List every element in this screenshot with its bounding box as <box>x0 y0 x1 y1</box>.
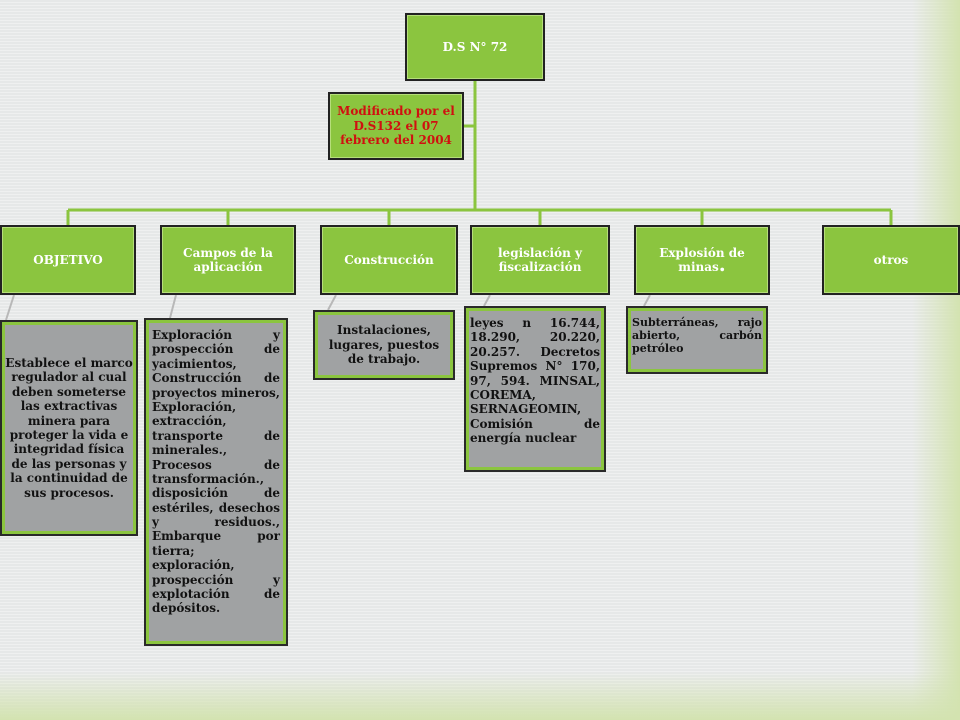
category-explosion-label: Explosión de minas. <box>659 245 745 276</box>
category-construccion: Construcción <box>320 225 458 295</box>
connector-detail-legislacion <box>483 294 491 307</box>
category-legislacion-label: legislación y fiscalización <box>498 245 582 274</box>
detail-legislacion: leyes n 16.744, 18.290, 20.220, 20.257. … <box>464 306 606 472</box>
root-node: D.S N° 72 <box>405 13 545 81</box>
category-legislacion: legislación y fiscalización <box>470 225 610 295</box>
background-edge-right <box>912 0 960 720</box>
detail-campos: Exploración y prospección de yacimientos… <box>144 318 288 646</box>
category-otros-label: otros <box>873 252 909 267</box>
modification-note-label: Modificado por el D.S132 el 07 febrero d… <box>337 104 455 148</box>
category-objetivo: OBJETIVO <box>0 225 136 295</box>
detail-explosion: Subterráneas, rajo abierto, carbón petró… <box>626 306 768 374</box>
category-objetivo-label: OBJETIVO <box>33 252 103 267</box>
connector-detail-explosion <box>643 294 651 307</box>
detail-explosion-text: Subterráneas, rajo abierto, carbón petró… <box>632 316 762 356</box>
category-otros: otros <box>822 225 960 295</box>
category-campos: Campos de la aplicación <box>160 225 296 295</box>
detail-campos-text: Exploración y prospección de yacimientos… <box>152 328 280 616</box>
detail-objetivo-text: Establece el marco regulador al cual deb… <box>5 356 133 500</box>
category-explosion: Explosión de minas. <box>634 225 770 295</box>
root-node-label: D.S N° 72 <box>442 39 508 54</box>
detail-legislacion-text: leyes n 16.744, 18.290, 20.220, 20.257. … <box>470 316 600 446</box>
connector-detail-campos <box>169 294 177 319</box>
background-edge-bottom <box>0 672 960 720</box>
detail-objetivo: Establece el marco regulador al cual deb… <box>0 320 138 536</box>
detail-construccion-text: Instalaciones, lugares, puestos de traba… <box>328 323 440 367</box>
connector-detail-objetivo <box>5 294 15 321</box>
detail-construccion: Instalaciones, lugares, puestos de traba… <box>313 310 455 380</box>
modification-note-box: Modificado por el D.S132 el 07 febrero d… <box>328 92 464 160</box>
connector-detail-construccion <box>327 294 337 311</box>
category-campos-label: Campos de la aplicación <box>183 245 273 274</box>
category-construccion-label: Construcción <box>344 252 434 267</box>
